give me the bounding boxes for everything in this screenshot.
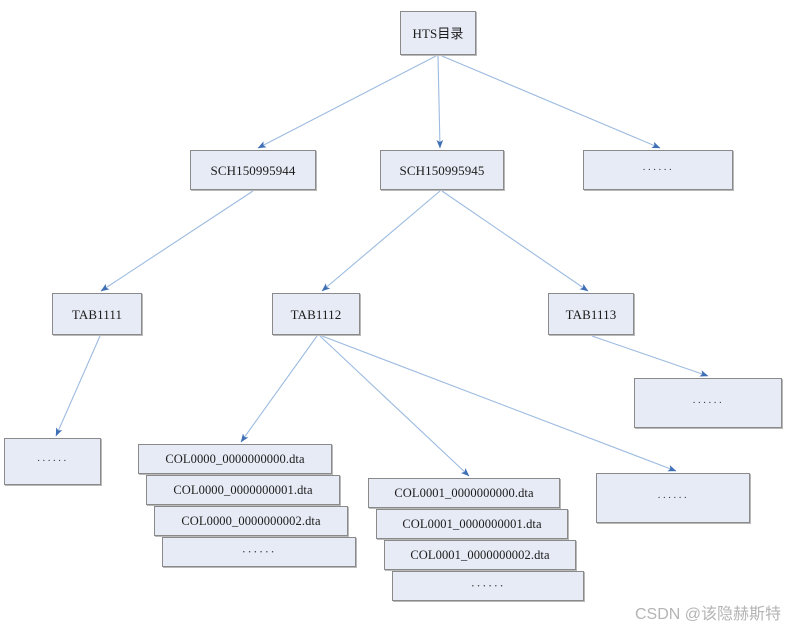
edge-tab1112-col0000 [240, 335, 318, 443]
file-node-col0000-stack-2[interactable]: COL0000_0000000002.dta [154, 506, 348, 536]
node-tab1112[interactable]: TAB1112 [272, 293, 360, 335]
file-node-col0000-stack-1[interactable]: COL0000_0000000001.dta [146, 475, 340, 505]
edge-root-sch45 [436, 55, 444, 149]
csdn-watermark: CSDN @该隐赫斯特 [634, 606, 781, 623]
node-tab1113[interactable]: TAB1113 [548, 293, 634, 335]
edge-sch45-tab1112 [321, 190, 441, 292]
edge-tab1112-more [321, 335, 677, 472]
node-schmore[interactable]: ······ [583, 150, 733, 190]
node-tabmore1113[interactable]: ······ [634, 378, 782, 428]
file-node-col0001-stack-3[interactable]: ······ [392, 571, 584, 601]
edge-sch45-tab1113 [441, 190, 589, 292]
node-tab1111[interactable]: TAB1111 [52, 293, 142, 335]
edge-tab1112-col0001 [319, 335, 470, 477]
node-sch44[interactable]: SCH150995944 [190, 150, 316, 190]
file-node-col0001-stack-1[interactable]: COL0001_0000000001.dta [376, 509, 568, 539]
file-node-col0001-stack-2[interactable]: COL0001_0000000002.dta [384, 540, 576, 570]
file-node-col0000-stack-3[interactable]: ······ [162, 537, 356, 567]
node-tab1111more[interactable]: ······ [4, 438, 101, 485]
file-node-col0001-stack-0[interactable]: COL0001_0000000000.dta [368, 478, 560, 508]
edge-tab1113-more [591, 335, 709, 377]
edge-root-schmore [441, 55, 661, 149]
edge-sch44-tab1111 [100, 190, 254, 292]
node-root[interactable]: HTS目录 [400, 11, 476, 55]
node-tab1112more[interactable]: ······ [596, 473, 750, 523]
edge-tab1111-more [55, 335, 101, 437]
node-sch45[interactable]: SCH150995945 [380, 150, 504, 190]
file-node-col0000-stack-0[interactable]: COL0000_0000000000.dta [138, 444, 332, 474]
edge-root-sch44 [257, 55, 437, 149]
